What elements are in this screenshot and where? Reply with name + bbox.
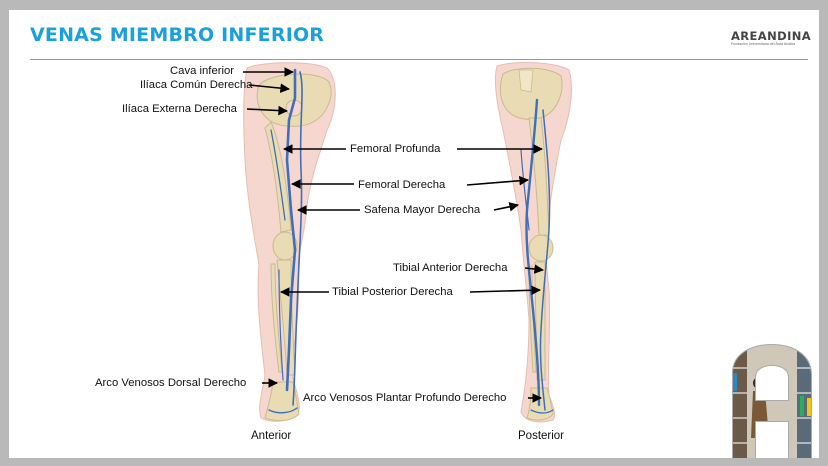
brand-badge-image: [732, 343, 812, 458]
caption-posterior: Posterior: [518, 430, 565, 442]
label-iliaca-comun-derecha: Ilíaca Común Derecha: [140, 79, 253, 91]
label-femoral-profunda: Femoral Profunda: [350, 143, 441, 155]
label-tibial-anterior-derecha: Tibial Anterior Derecha: [393, 262, 508, 274]
label-safena-mayor-derecha: Safena Mayor Derecha: [364, 204, 481, 216]
posterior-leg: [494, 62, 572, 423]
areandina-logo: AREANDINA Fundación Universitaria del Ár…: [731, 29, 812, 52]
label-arco-venoso-plantar-profundo-derecho: Arco Venosos Plantar Profundo Derecho: [303, 392, 507, 404]
logo-subtitle: Fundación Universitaria del Área Andina: [731, 42, 796, 46]
logo-name: AREANDINA: [731, 29, 812, 43]
title-divider: [30, 59, 808, 60]
label-cava-inferior: Cava inferior: [170, 65, 235, 77]
leg-veins-illustration: [243, 62, 572, 423]
label-iliaca-externa-derecha: Ilíaca Externa Derecha: [122, 103, 237, 115]
label-arco-venoso-dorsal-derecho: Arco Venosos Dorsal Derecho: [95, 377, 247, 389]
label-femoral-derecha: Femoral Derecha: [358, 179, 446, 191]
slide: VENAS MIEMBRO INFERIOR AREANDINA Fundaci…: [9, 10, 819, 458]
label-arrows: [243, 67, 544, 403]
caption-anterior: Anterior: [251, 430, 292, 442]
label-tibial-posterior-derecha: Tibial Posterior Derecha: [332, 286, 453, 298]
slide-title: VENAS MIEMBRO INFERIOR: [30, 24, 325, 46]
anterior-leg: [243, 62, 336, 422]
